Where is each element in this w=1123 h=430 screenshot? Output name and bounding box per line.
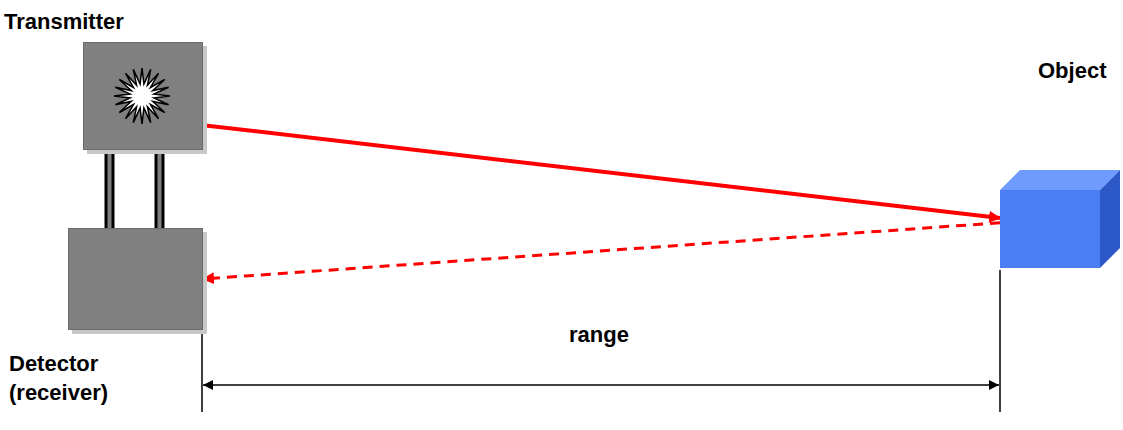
beam-arrow bbox=[203, 125, 1000, 218]
transmitter-box: Transmitter bbox=[83, 42, 203, 150]
beam-arrow bbox=[203, 223, 1000, 279]
extension-line bbox=[999, 270, 1001, 412]
dimension-label: range bbox=[565, 322, 633, 348]
node-label: Detector (receiver) bbox=[9, 349, 159, 407]
cube-shape bbox=[1000, 170, 1123, 270]
support-post bbox=[106, 150, 113, 230]
extension-line bbox=[201, 330, 203, 412]
support-post bbox=[156, 150, 163, 230]
dimension-line bbox=[203, 384, 999, 386]
node-label: Object bbox=[1038, 56, 1120, 85]
object-cube: Object bbox=[1000, 190, 1100, 268]
node-label: Transmitter bbox=[4, 7, 184, 36]
detector-box: Detector (receiver) bbox=[68, 228, 203, 330]
light-burst-icon bbox=[84, 43, 204, 151]
